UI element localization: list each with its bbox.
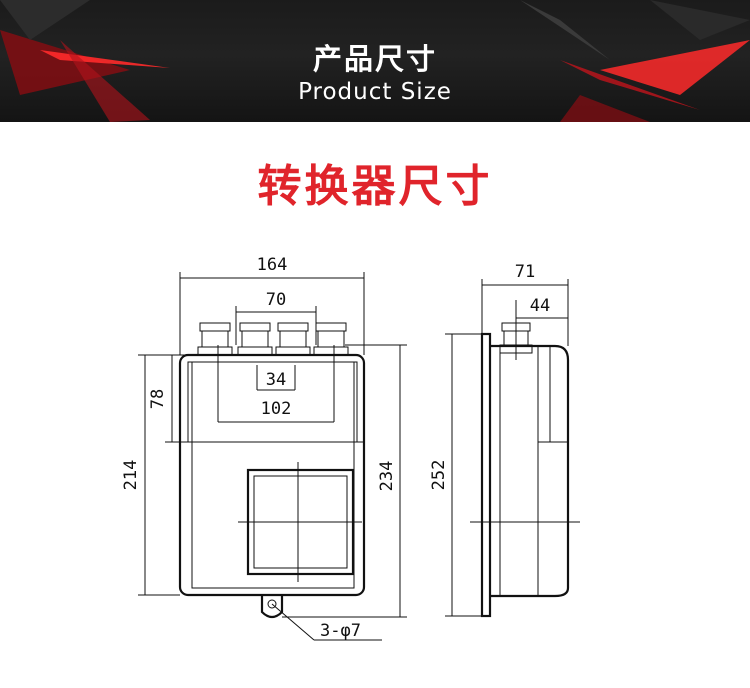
banner-subtitle: Product Size: [298, 79, 452, 105]
side-view: 71 44 252: [429, 262, 580, 618]
dim-depth-gland: 44: [530, 296, 550, 316]
section-heading: 转换器尺寸: [257, 161, 493, 212]
dim-upper-height: 78: [148, 389, 168, 409]
cable-gland: [313, 322, 349, 356]
cable-gland: [237, 322, 273, 356]
mounting-tab: [260, 595, 284, 619]
front-view: 164 70 34 102 78 214 234 3-φ7: [121, 255, 407, 641]
header-banner: 产品尺寸 Product Size: [0, 0, 750, 122]
dim-depth-total: 71: [515, 262, 535, 282]
dim-mount-spacing: 102: [261, 399, 292, 419]
dim-total-height: 234: [377, 461, 397, 492]
banner-title: 产品尺寸: [312, 42, 437, 76]
cable-gland: [197, 322, 233, 356]
dim-gland-span: 70: [266, 290, 286, 310]
dim-body-height: 214: [121, 460, 141, 491]
cable-gland: [275, 322, 311, 356]
dim-gland-pitch: 34: [266, 370, 286, 390]
dim-mount-hole: 3-φ7: [320, 621, 361, 641]
dim-side-height: 252: [429, 460, 449, 491]
dim-front-width: 164: [257, 255, 288, 275]
banner-red-streaks: [0, 0, 750, 122]
